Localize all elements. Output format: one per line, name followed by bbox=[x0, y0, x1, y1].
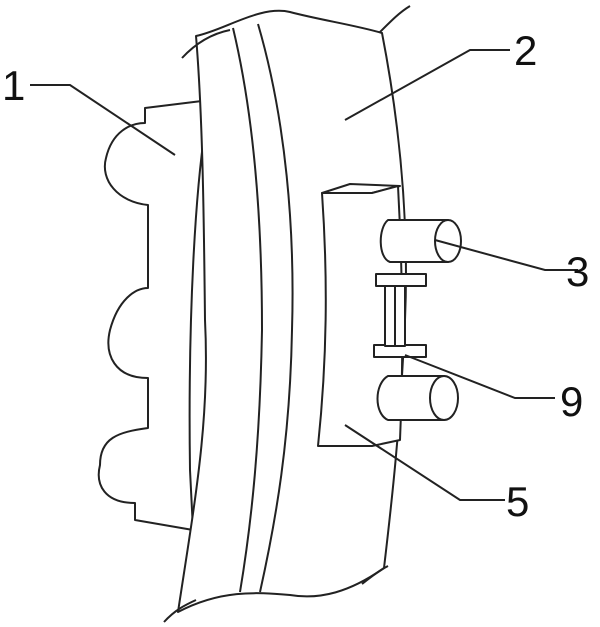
band-inner-arc-2 bbox=[257, 23, 294, 593]
part-3-lower-pin bbox=[376, 375, 445, 421]
part-3-upper-pin bbox=[379, 219, 449, 263]
part-1-scalloped-block bbox=[97, 99, 211, 531]
band-bottom-right-break bbox=[361, 565, 389, 585]
callout-2: 2 bbox=[514, 27, 537, 74]
band-top-right-break bbox=[379, 5, 411, 33]
leader-2 bbox=[344, 49, 510, 121]
leader-3 bbox=[434, 239, 578, 271]
callout-5: 5 bbox=[506, 478, 529, 525]
band-inner-arc-1 bbox=[232, 27, 264, 593]
callout-3: 3 bbox=[566, 248, 589, 295]
leader-5 bbox=[344, 424, 505, 501]
band-top-break bbox=[181, 29, 231, 59]
part-3-lower-pin-end bbox=[429, 375, 459, 421]
callout-9: 9 bbox=[560, 378, 583, 425]
part-9-top-plate bbox=[375, 273, 427, 287]
callout-1: 1 bbox=[2, 62, 25, 109]
leader-1 bbox=[30, 84, 176, 156]
band-bottom-break bbox=[163, 599, 197, 623]
leader-9 bbox=[404, 354, 555, 399]
